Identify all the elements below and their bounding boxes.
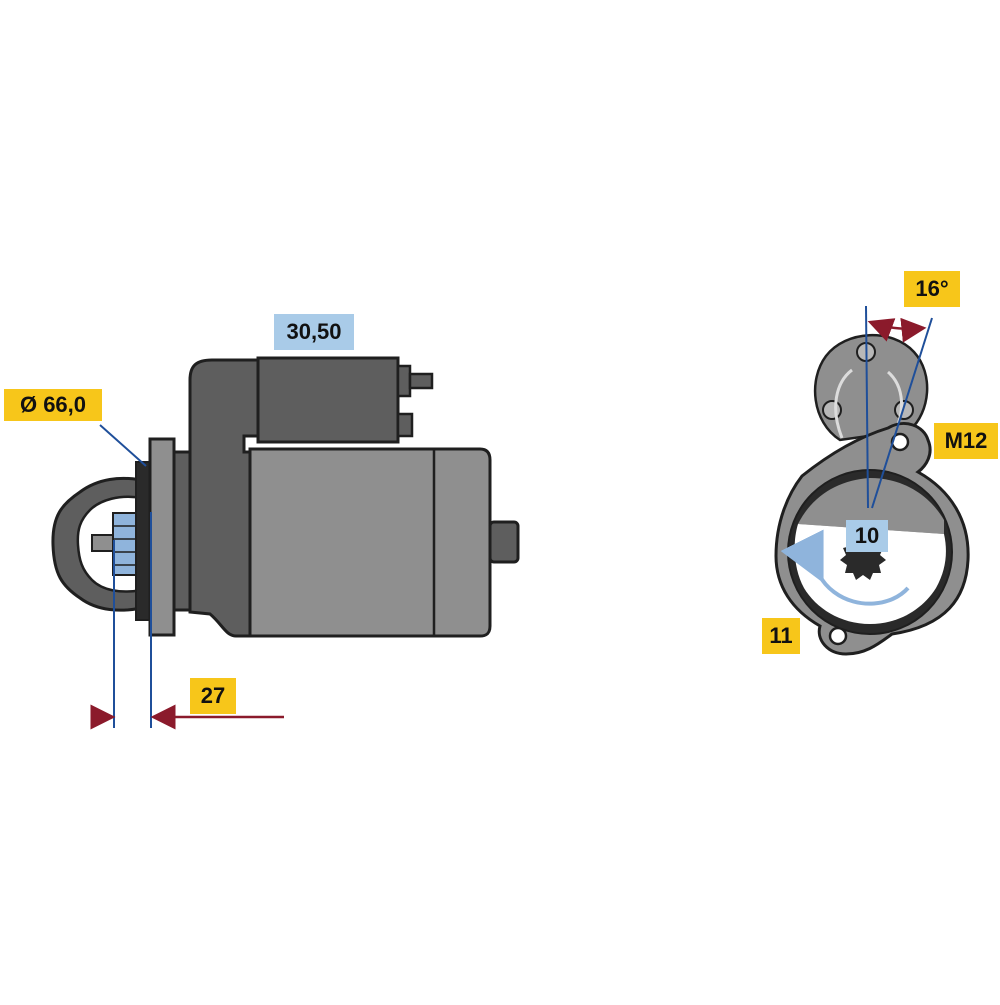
thread-label: M12 (934, 423, 998, 459)
diameter-leader (99, 424, 147, 467)
diameter-label: Ø 66,0 (4, 389, 102, 421)
motor-housing (248, 447, 492, 638)
front-view (774, 305, 970, 656)
housing-opening-upper (798, 478, 944, 534)
angle-arc (867, 317, 927, 343)
angle-label: 16° (904, 271, 960, 307)
angle-inclined-line (871, 317, 933, 509)
housing-neck (172, 450, 192, 612)
lobe-bolt-2 (822, 400, 842, 420)
side-view (51, 356, 520, 730)
teeth-count-label: 10 (846, 520, 888, 552)
solenoid (256, 356, 400, 444)
angle-vertical-line (865, 305, 869, 509)
rotation-arrow-icon (780, 529, 910, 606)
length-label: 30,50 (274, 314, 354, 350)
mounting-flange (148, 437, 176, 637)
solenoid-terminal-small (396, 412, 414, 438)
solenoid-bracket (188, 358, 264, 638)
solenoid-stud (408, 372, 434, 390)
rear-bearing-boss (488, 520, 520, 564)
rotation-code-label: 11 (762, 618, 800, 654)
solenoid-terminal (396, 364, 412, 398)
flange-offset-label: 27 (190, 678, 236, 714)
